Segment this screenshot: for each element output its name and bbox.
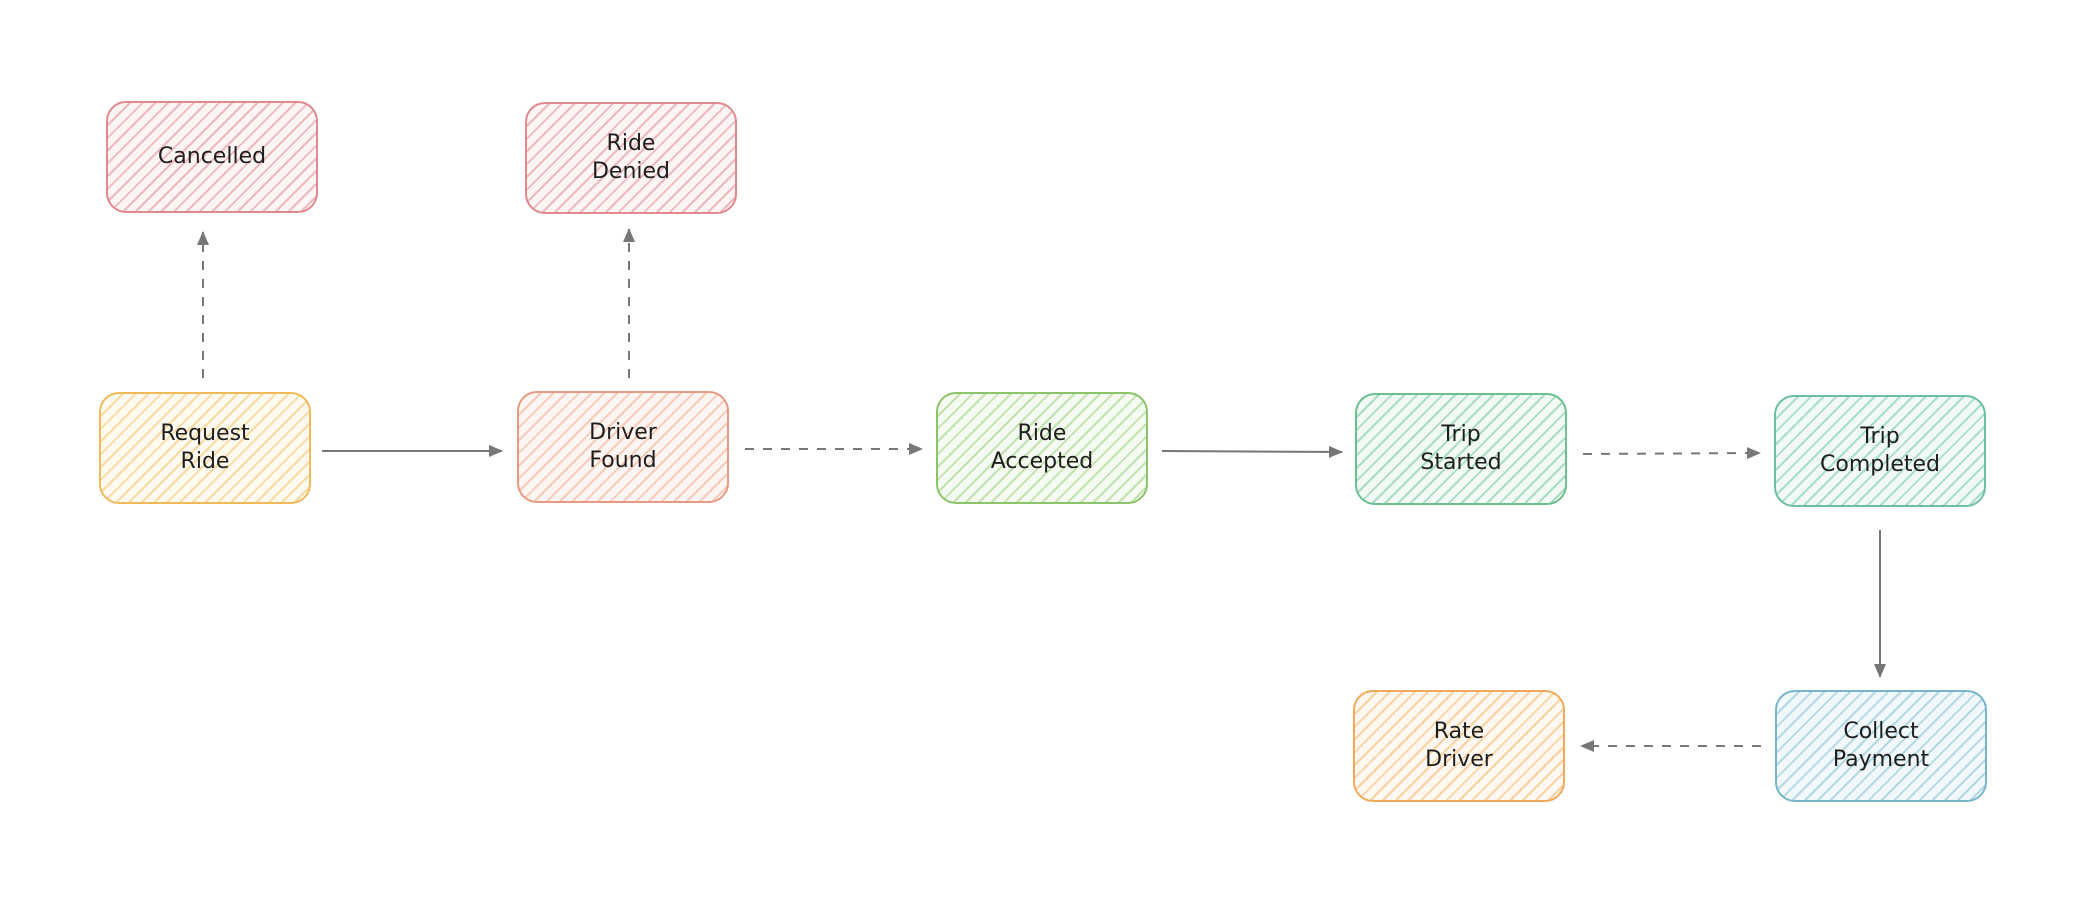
node-cancelled[interactable]: Cancelled bbox=[106, 101, 318, 213]
node-ride-denied[interactable]: Ride Denied bbox=[525, 102, 737, 214]
node-collect-payment-label: Collect Payment bbox=[1832, 719, 1930, 772]
node-ride-denied-label: Ride Denied bbox=[591, 131, 671, 184]
node-driver-found[interactable]: Driver Found bbox=[517, 391, 729, 503]
node-driver-found-label: Driver Found bbox=[589, 420, 657, 473]
node-rate-driver[interactable]: Rate Driver bbox=[1353, 690, 1565, 802]
arrow-ride-accepted-to-trip-started bbox=[1161, 445, 1343, 458]
node-trip-started-label: Trip Started bbox=[1420, 422, 1502, 475]
node-trip-started[interactable]: Trip Started bbox=[1355, 393, 1567, 505]
node-rate-driver-label: Rate Driver bbox=[1425, 719, 1493, 772]
node-trip-completed-label: Trip Completed bbox=[1820, 424, 1940, 477]
node-request-ride-label: Request Ride bbox=[160, 421, 250, 474]
arrow-trip-started-to-trip-completed bbox=[1582, 447, 1761, 460]
node-cancelled-label: Cancelled bbox=[157, 144, 267, 169]
node-collect-payment[interactable]: Collect Payment bbox=[1775, 690, 1987, 802]
node-ride-accepted[interactable]: Ride Accepted bbox=[936, 392, 1148, 504]
node-trip-completed[interactable]: Trip Completed bbox=[1774, 395, 1986, 507]
node-ride-accepted-label: Ride Accepted bbox=[990, 421, 1094, 474]
node-request-ride[interactable]: Request Ride bbox=[99, 392, 311, 504]
